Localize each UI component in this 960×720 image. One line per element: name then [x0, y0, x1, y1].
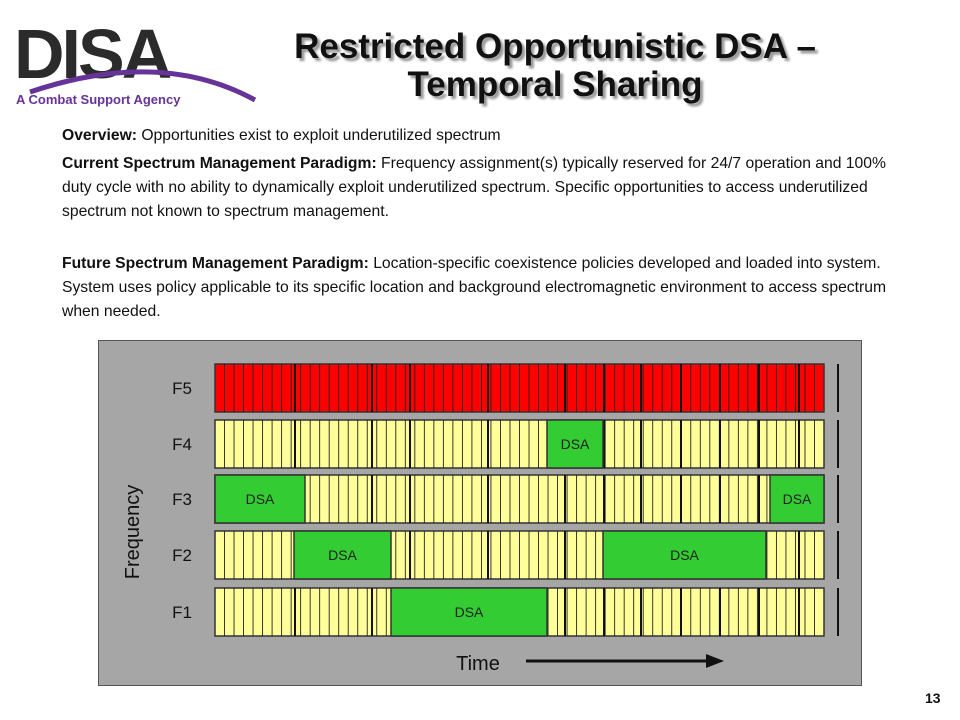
logo-swoosh — [29, 69, 257, 103]
overview-paragraph: Overview: Opportunities exist to exploit… — [62, 124, 912, 148]
dsa-block — [546, 419, 604, 469]
dsa-block-label: DSA — [328, 547, 357, 563]
dsa-block-label: DSA — [246, 491, 275, 507]
dsa-block — [769, 474, 825, 524]
dsa-block — [602, 530, 767, 580]
frequency-row-f2: DSA DSA F2 — [172, 530, 839, 580]
overview-text: Opportunities exist to exploit underutil… — [141, 127, 501, 144]
future-paradigm-paragraph: Future Spectrum Management Paradigm: Loc… — [62, 252, 912, 324]
time-axis-label: Time — [456, 653, 500, 675]
disa-logo: DISA A Combat Support Agency — [14, 15, 257, 107]
frequency-axis-label: Frequency — [122, 485, 144, 580]
logo-tagline: A Combat Support Agency — [16, 92, 181, 107]
future-paradigm-label: Future Spectrum Management Paradigm: — [62, 255, 369, 272]
frequency-row-f1: DSA F1 — [172, 587, 839, 637]
current-paradigm-text: Frequency assignment(s) typically reserv… — [62, 155, 886, 220]
frequency-label-f4: F4 — [172, 435, 192, 454]
dsa-block-label: DSA — [561, 436, 590, 452]
dsa-block-label: DSA — [455, 604, 484, 620]
dsa-block — [293, 530, 392, 580]
page-number: 13 — [925, 690, 941, 706]
dsa-block — [214, 474, 306, 524]
frequency-row-f4: DSA F4 — [172, 419, 839, 469]
dsa-block-label: DSA — [670, 547, 699, 563]
frequency-row-f3: DSA DSA F3 — [172, 474, 839, 524]
dsa-block — [390, 587, 548, 637]
time-arrow-head — [706, 654, 724, 668]
future-paradigm-text: Location-specific coexistence policies d… — [62, 255, 887, 320]
logo-wordmark: DISA — [14, 15, 171, 93]
frequency-label-f1: F1 — [172, 603, 192, 622]
slide-title-line-2: Temporal Sharing — [407, 65, 703, 104]
frequency-label-f2: F2 — [172, 546, 192, 565]
overview-label: Overview: — [62, 127, 137, 144]
frequency-label-f5: F5 — [172, 379, 192, 398]
current-paradigm-label: Current Spectrum Management Paradigm: — [62, 155, 377, 172]
slide-title: Restricted Opportunistic DSA – Temporal … — [230, 28, 880, 104]
frequency-row-f5: F5 — [172, 363, 839, 413]
slide-title-line-1: Restricted Opportunistic DSA – — [294, 27, 816, 66]
current-paradigm-paragraph: Current Spectrum Management Paradigm: Fr… — [62, 152, 912, 224]
dsa-block-label: DSA — [783, 491, 812, 507]
frequency-label-f3: F3 — [172, 490, 192, 509]
